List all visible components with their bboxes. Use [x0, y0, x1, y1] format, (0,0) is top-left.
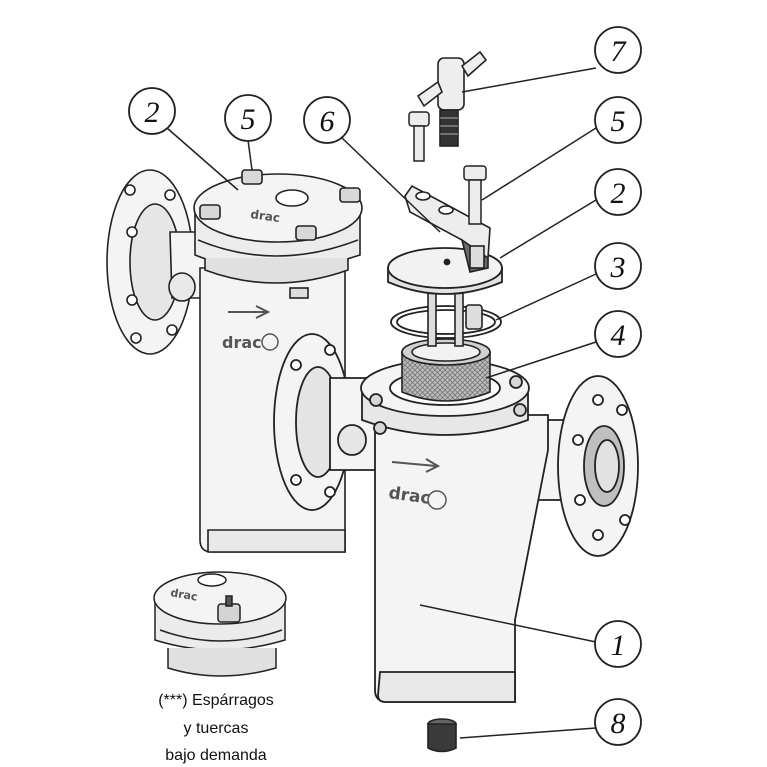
screw-left	[408, 111, 430, 162]
svg-text:8: 8	[611, 707, 626, 740]
svg-text:5: 5	[611, 105, 626, 138]
callout-4: 4	[594, 310, 642, 358]
callout-8: 8	[594, 698, 642, 746]
svg-text:2: 2	[145, 96, 160, 129]
svg-text:7: 7	[611, 35, 628, 68]
filter-screen	[401, 338, 491, 402]
svg-text:6: 6	[320, 105, 335, 138]
caption-line-1: (***) Espárragos	[158, 692, 274, 709]
brand-logo-bg-cover: drac	[250, 207, 281, 225]
svg-text:5: 5	[241, 103, 256, 136]
callout-5-right: 5	[594, 96, 642, 144]
callout-2-right: 2	[594, 168, 642, 216]
callout-2-left: 2	[128, 87, 176, 135]
callout-3: 3	[594, 242, 642, 290]
gasket-ring	[390, 305, 502, 339]
clamp-bar	[404, 184, 491, 273]
callout-1: 1	[594, 620, 642, 668]
svg-text:3: 3	[610, 251, 626, 284]
svg-text:2: 2	[611, 177, 626, 210]
inset-cover-detail	[153, 571, 287, 677]
callout-7: 7	[594, 26, 642, 74]
main-body	[374, 414, 549, 703]
svg-text:1: 1	[611, 629, 626, 662]
callout-5-top: 5	[224, 94, 272, 142]
drain-plug	[427, 718, 457, 753]
svg-text:4: 4	[611, 319, 626, 352]
callout-6: 6	[303, 96, 351, 144]
brand-logo-bg-body: drac	[222, 333, 262, 352]
screw-right	[463, 165, 487, 225]
leader-lines	[166, 67, 597, 739]
vent-valve	[416, 50, 488, 147]
caption-line-3: bajo demanda	[165, 747, 267, 764]
background-cover	[193, 173, 363, 243]
caption-line-2: y tuercas	[184, 720, 249, 737]
brand-logo-inset: drac	[169, 586, 198, 604]
